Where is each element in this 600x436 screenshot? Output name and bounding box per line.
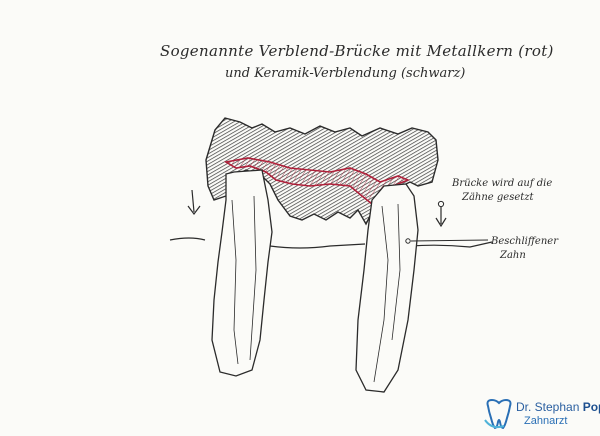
left-tooth bbox=[211, 169, 273, 377]
logo-name: Dr. Stephan Popp bbox=[516, 400, 600, 414]
diagram-title-line1: Sogenannte Verblend-Brücke mit Metallker… bbox=[160, 42, 554, 60]
bridge-note-line2: Zähne gesetzt bbox=[462, 192, 534, 203]
tooth-note-line2: Zahn bbox=[500, 250, 526, 261]
left-tooth-canal-2 bbox=[249, 195, 257, 361]
logo-subtitle: Zahnarzt bbox=[524, 415, 568, 427]
logo-name-last: Popp bbox=[582, 400, 600, 414]
left-tooth-canal bbox=[231, 199, 239, 365]
right-tooth-canal-2 bbox=[391, 203, 401, 341]
right-tooth-canal bbox=[373, 205, 389, 383]
practice-logo: Dr. Stephan Popp Zahnarzt bbox=[480, 396, 600, 434]
arrow-left-down bbox=[187, 189, 201, 215]
diagram-title-line2: und Keramik-Verblendung (schwarz) bbox=[225, 66, 466, 81]
logo-name-first: Dr. Stephan bbox=[516, 400, 583, 414]
tooth-logo-icon bbox=[484, 398, 512, 430]
bridge-note-line1: Brücke wird auf die bbox=[452, 178, 553, 189]
tooth-note-line1: Beschliffener bbox=[491, 236, 558, 247]
arrow-right-down bbox=[435, 207, 447, 228]
gum-line bbox=[169, 237, 493, 249]
pointer-line bbox=[410, 239, 489, 242]
right-tooth bbox=[355, 183, 419, 393]
